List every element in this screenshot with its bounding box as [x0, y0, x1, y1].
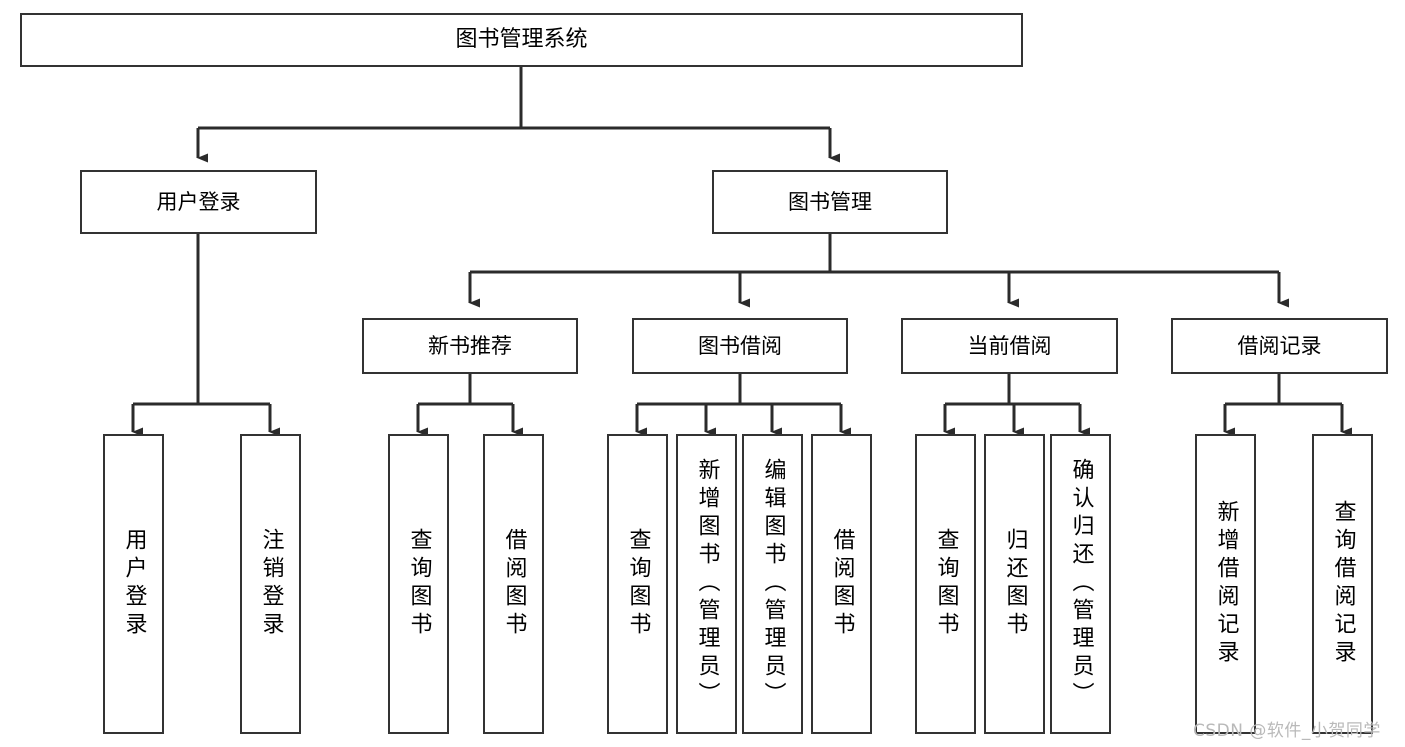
- node-label: 新增借阅记录: [1213, 500, 1239, 668]
- node-new-book-recommend[interactable]: 新书推荐: [362, 318, 578, 374]
- node-user-login[interactable]: 用户登录: [80, 170, 317, 234]
- node-current-borrow[interactable]: 当前借阅: [901, 318, 1118, 374]
- node-label: 用户登录: [156, 189, 241, 214]
- node-label: 借阅记录: [1237, 333, 1322, 358]
- leaf-edit-book-admin[interactable]: 编辑图书（管理员）: [742, 434, 803, 734]
- leaf-borrow-book-recommend[interactable]: 借阅图书: [483, 434, 544, 734]
- leaf-query-book-recommend[interactable]: 查询图书: [388, 434, 449, 734]
- node-root-system[interactable]: 图书管理系统: [20, 13, 1023, 67]
- node-label: 归还图书: [1002, 528, 1028, 640]
- leaf-query-book-current[interactable]: 查询图书: [915, 434, 976, 734]
- node-label: 注销登录: [258, 528, 284, 640]
- leaf-borrow-book-borrow[interactable]: 借阅图书: [811, 434, 872, 734]
- node-borrow-record[interactable]: 借阅记录: [1171, 318, 1388, 374]
- node-label: 图书管理: [788, 189, 872, 214]
- leaf-add-borrow-record[interactable]: 新增借阅记录: [1195, 434, 1256, 734]
- leaf-query-book-borrow[interactable]: 查询图书: [607, 434, 668, 734]
- node-label: 查询图书: [625, 528, 651, 640]
- node-label: 查询借阅记录: [1330, 500, 1356, 668]
- leaf-add-book-admin[interactable]: 新增图书（管理员）: [676, 434, 737, 734]
- leaf-query-borrow-record[interactable]: 查询借阅记录: [1312, 434, 1373, 734]
- node-label: 图书借阅: [698, 333, 782, 358]
- node-label: 确认归还（管理员）: [1068, 458, 1094, 710]
- node-label: 借阅图书: [501, 528, 527, 640]
- node-label: 新书推荐: [428, 333, 512, 358]
- watermark: CSDN @软件_小贺同学: [1193, 721, 1381, 741]
- node-label: 用户登录: [121, 528, 147, 640]
- node-label: 借阅图书: [829, 528, 855, 640]
- leaf-logout[interactable]: 注销登录: [240, 434, 301, 734]
- leaf-return-book[interactable]: 归还图书: [984, 434, 1045, 734]
- node-label: 查询图书: [933, 528, 959, 640]
- leaf-user-login[interactable]: 用户登录: [103, 434, 164, 734]
- node-label: 查询图书: [406, 528, 432, 640]
- node-label: 新增图书（管理员）: [694, 458, 720, 710]
- node-label: 图书管理系统: [455, 27, 588, 53]
- node-book-management[interactable]: 图书管理: [712, 170, 948, 234]
- node-label: 编辑图书（管理员）: [760, 458, 786, 710]
- node-book-borrow[interactable]: 图书借阅: [632, 318, 848, 374]
- leaf-confirm-return-admin[interactable]: 确认归还（管理员）: [1050, 434, 1111, 734]
- node-label: 当前借阅: [967, 333, 1052, 358]
